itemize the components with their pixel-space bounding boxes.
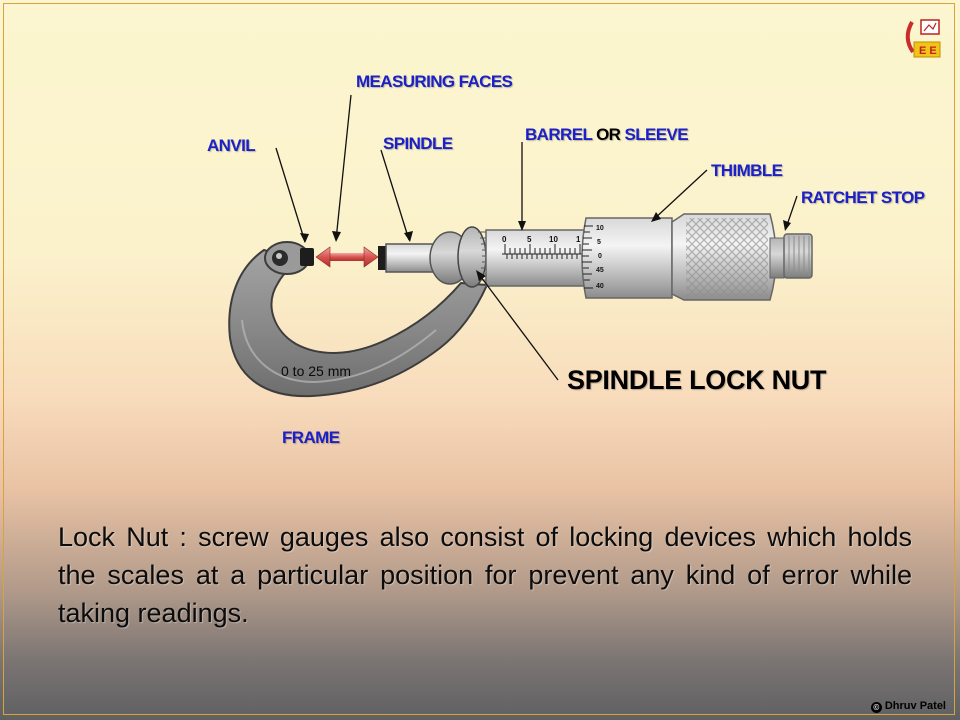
- credit: ©Dhruv Patel: [870, 700, 946, 713]
- label-barrel: BARREL: [525, 125, 593, 144]
- spindle-face: [378, 246, 388, 270]
- barrel-number-5: 5: [527, 235, 532, 244]
- description-text: Lock Nut : screw gauges also consist of …: [58, 522, 912, 628]
- frame-range-text: 0 to 25 mm: [281, 363, 351, 379]
- label-anvil: ANVIL: [207, 136, 256, 155]
- label-thimble: THIMBLE: [711, 161, 783, 180]
- barrel-number-15: 1: [576, 235, 581, 244]
- label-measuring-faces: MEASURING FACES: [356, 72, 513, 91]
- label-barrel-or-sleeve: BARREL OR SLEEVE: [525, 125, 689, 145]
- label-or: OR: [596, 125, 621, 144]
- credit-author: Dhruv Patel: [884, 700, 946, 712]
- label-spindle: SPINDLE: [383, 134, 453, 153]
- thimble-number-40: 40: [596, 283, 604, 290]
- barrel-number-10: 10: [549, 235, 558, 244]
- gap-arrow: [315, 246, 379, 268]
- ratchet-stop: [783, 233, 813, 279]
- barrel-sleeve: [485, 229, 587, 287]
- barrel-number-0: 0: [502, 235, 507, 244]
- label-frame: FRAME: [282, 428, 340, 447]
- label-spindle-lock-nut: SPINDLE LOCK NUT: [567, 365, 827, 395]
- thimble-number-45: 45: [596, 267, 604, 274]
- thimble-number-5: 5: [597, 239, 601, 246]
- leader-lines: [275, 94, 798, 381]
- thimble-number-0: 0: [598, 253, 602, 260]
- copyright-icon: ©: [870, 702, 882, 713]
- frame-body: [228, 248, 489, 398]
- logo-icon: E E: [905, 19, 941, 58]
- svg-text:E E: E E: [919, 45, 937, 57]
- anvil-face: [300, 248, 314, 266]
- barrel-scale-ticks: [504, 244, 583, 259]
- label-ratchet-stop: RATCHET STOP: [801, 188, 925, 207]
- thimble: [581, 217, 673, 299]
- label-sleeve: SLEEVE: [624, 125, 689, 144]
- thimble-number-10: 10: [596, 225, 604, 232]
- thimble-scale-ticks: [582, 225, 593, 289]
